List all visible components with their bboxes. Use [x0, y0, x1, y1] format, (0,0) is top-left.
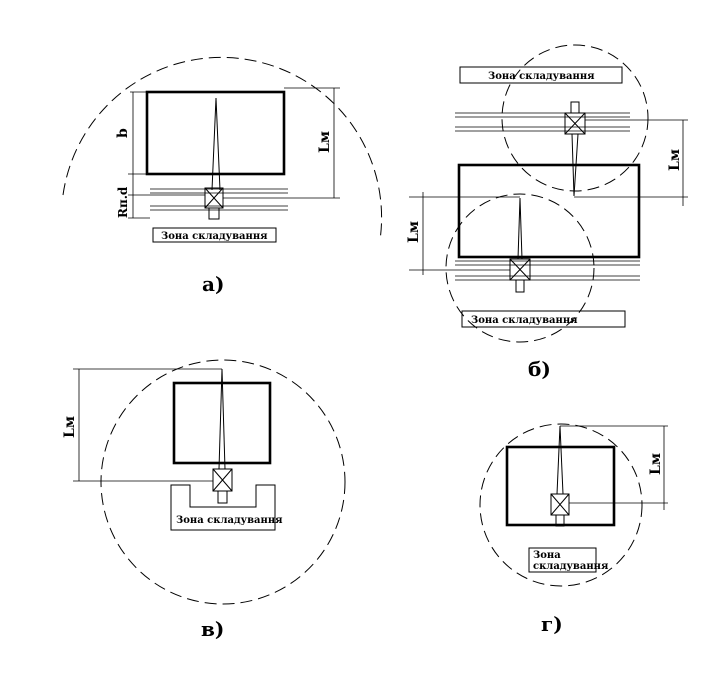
caption-g: г) — [541, 612, 563, 636]
dim-b-label: b — [115, 128, 131, 138]
building-v — [172, 381, 272, 465]
crane-g — [550, 493, 570, 527]
storage-zone-a — [152, 227, 277, 243]
reach-circle-v — [100, 359, 346, 605]
dim-lm-label-a: Lм — [317, 131, 333, 153]
storage-zone-label-a: Зона складування — [161, 231, 268, 242]
dim-r-label: Rп.d — [116, 186, 130, 218]
dim-lm-label-b-left: Lм — [406, 221, 422, 243]
diagram-g: Lм Зона складування г) — [479, 423, 668, 636]
crane-v — [212, 468, 233, 504]
storage-zone-label-v: Зона складування — [176, 515, 283, 526]
building-g — [505, 445, 616, 527]
dim-lm-label-b-right: Lм — [667, 149, 683, 171]
crane-b-bottom — [509, 258, 531, 293]
reach-circle-b-top — [501, 44, 649, 192]
crane-b-top — [564, 101, 586, 135]
reach-arc-a — [62, 56, 383, 241]
caption-b: б) — [528, 357, 551, 381]
storage-zone-label-b-bottom: Зона складування — [471, 315, 578, 326]
storage-zone-b-top — [459, 66, 623, 84]
boom-a-2 — [215, 97, 221, 191]
diagram-b: Зона складування Lм — [406, 44, 688, 381]
diagram-a: b Lм Rп.d Зона складування а) — [62, 56, 383, 296]
building-b — [457, 163, 641, 259]
reach-circle-b-bottom — [445, 193, 595, 343]
caption-a: а) — [202, 272, 224, 296]
storage-zone-b-bottom — [461, 310, 626, 328]
storage-zone-v — [170, 484, 276, 531]
dim-lm-label-g: Lм — [648, 453, 664, 475]
boom-a-1 — [211, 97, 217, 191]
storage-zone-label-g-line2: складування — [533, 561, 609, 572]
storage-zone-g — [528, 547, 597, 573]
diagram-v: Зона складування Lм в) — [62, 359, 346, 641]
storage-zone-label-b-top: Зона складування — [488, 71, 595, 82]
reach-circle-g — [479, 423, 643, 587]
caption-v: в) — [201, 617, 224, 641]
dim-lm-label-v: Lм — [62, 416, 78, 438]
storage-zone-label-g-line1: Зона — [533, 550, 561, 561]
building-a — [145, 90, 286, 176]
